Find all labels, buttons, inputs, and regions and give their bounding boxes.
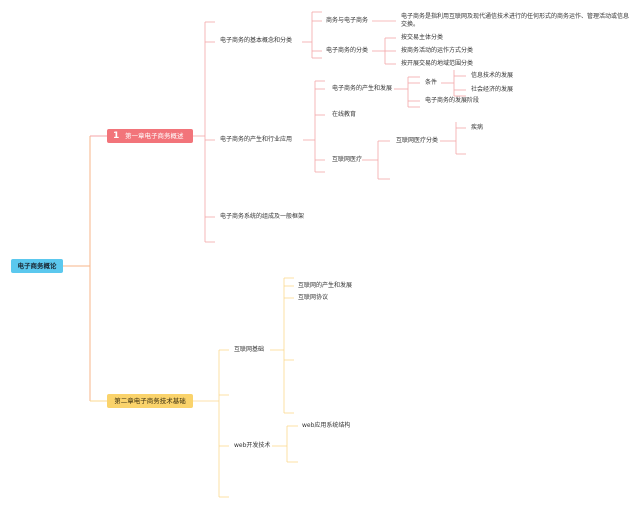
- sec3-node[interactable]: 电子商务系统的组成及一般框架: [220, 213, 305, 220]
- med-node[interactable]: 互联网医疗: [332, 156, 363, 163]
- ecom-node[interactable]: 商务与电子商务: [326, 17, 369, 24]
- condition-item[interactable]: 社会经济的发展: [471, 86, 514, 93]
- internet-node[interactable]: 互联网基础: [234, 346, 265, 353]
- chapter1-title: 第一章电子商务概述: [125, 132, 184, 140]
- edu-node[interactable]: 在线教育: [332, 111, 357, 118]
- class-item[interactable]: 按商务活动的运作方式分类: [401, 47, 474, 54]
- chapter1-number: 1: [113, 131, 120, 141]
- web-item[interactable]: web应用系统结构: [302, 422, 351, 429]
- class-item[interactable]: 按开展交易的地域范围分类: [401, 60, 474, 67]
- disease-node[interactable]: 疾病: [471, 124, 484, 131]
- stages-node[interactable]: 电子商务的发展阶段: [425, 97, 480, 104]
- internet-item[interactable]: 互联网的产生和发展: [298, 282, 353, 289]
- root-node[interactable]: 电子商务概论: [11, 259, 63, 273]
- class-item[interactable]: 按交易主体分类: [401, 34, 444, 41]
- med-class-node[interactable]: 互联网医疗分类: [396, 137, 439, 144]
- chapter1-node[interactable]: 1 第一章电子商务概述: [107, 129, 193, 143]
- sec1-node[interactable]: 电子商务的基本概念和分类: [220, 37, 293, 44]
- web-node[interactable]: web开发技术: [234, 442, 271, 449]
- origin-node[interactable]: 电子商务的产生和发展: [332, 85, 393, 92]
- classify-node[interactable]: 电子商务的分类: [326, 47, 369, 54]
- chapter2-node[interactable]: 第二章电子商务技术基础: [107, 394, 193, 408]
- internet-item[interactable]: 互联网协议: [298, 294, 329, 301]
- sec2-node[interactable]: 电子商务的产生和行业应用: [220, 136, 293, 143]
- conditions-node[interactable]: 条件: [425, 79, 438, 86]
- ecom-desc-node[interactable]: 电子商务是指利用互联网及现代通信技术进行的任何形式的商务运作、管理活动或信息交换…: [401, 13, 630, 28]
- condition-item[interactable]: 信息技术的发展: [471, 72, 514, 79]
